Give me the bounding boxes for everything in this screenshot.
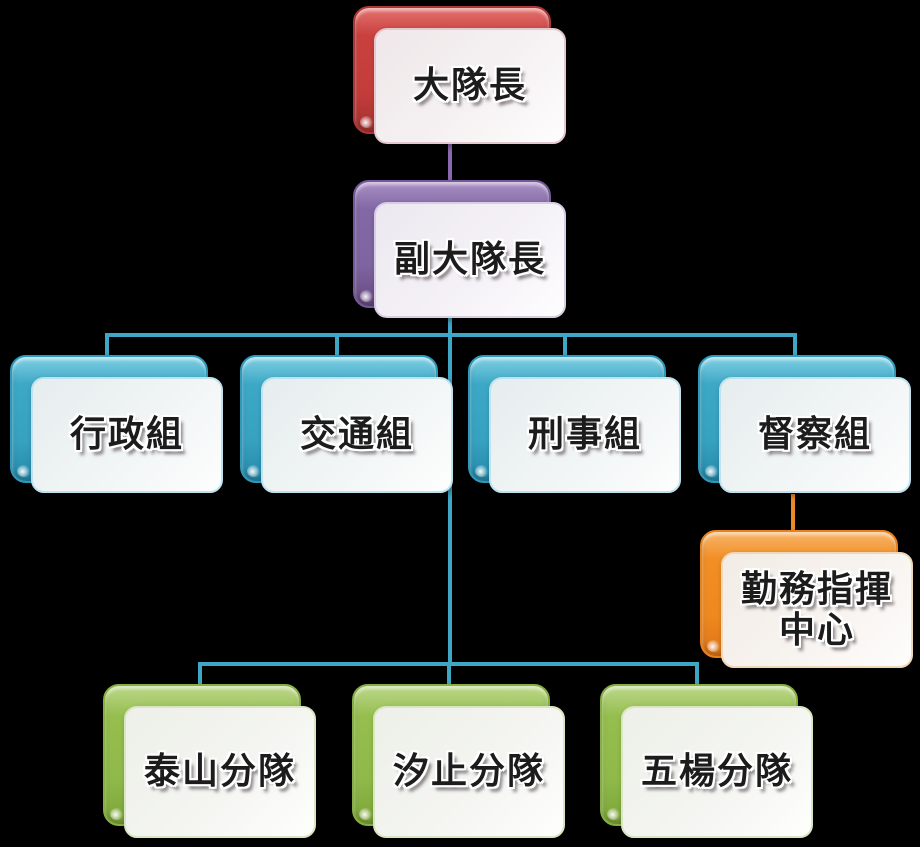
node-commander: 大隊長 — [353, 6, 566, 144]
connector-inspection-duty-center — [791, 494, 795, 534]
node-label: 汐止分隊 — [392, 751, 545, 793]
connector-drop-xizhi — [447, 662, 451, 688]
node-label: 交通組 — [299, 414, 414, 456]
node-label: 泰山分隊 — [143, 751, 296, 793]
node-inspection-section: 督察組 — [698, 355, 911, 493]
node-front-card: 汐止分隊 — [373, 706, 565, 838]
node-label: 勤務指揮中心 — [740, 568, 893, 651]
node-label: 大隊長 — [412, 65, 527, 107]
node-front-card: 督察組 — [719, 377, 911, 493]
node-label: 督察組 — [757, 414, 872, 456]
connector-drop-criminal — [563, 333, 567, 357]
connector-drop-traffic — [335, 333, 339, 357]
connector-center-trunk — [448, 333, 452, 666]
node-wuyang-squad: 五楊分隊 — [600, 684, 813, 838]
node-front-card: 行政組 — [31, 377, 223, 493]
node-label: 行政組 — [69, 414, 184, 456]
node-criminal-section: 刑事組 — [468, 355, 681, 493]
connector-drop-wuyang — [695, 662, 699, 688]
node-front-card: 副大隊長 — [374, 202, 566, 318]
node-deputy-commander: 副大隊長 — [353, 180, 566, 318]
node-front-card: 大隊長 — [374, 28, 566, 144]
connector-deputy-stem — [448, 315, 452, 337]
node-front-card: 五楊分隊 — [621, 706, 813, 838]
connector-commander-deputy — [448, 142, 452, 182]
connector-drop-admin — [105, 333, 109, 357]
node-label: 副大隊長 — [393, 239, 546, 281]
node-front-card: 交通組 — [261, 377, 453, 493]
node-admin-section: 行政組 — [10, 355, 223, 493]
node-xizhi-squad: 汐止分隊 — [352, 684, 565, 838]
node-duty-command-center: 勤務指揮中心 — [700, 530, 913, 668]
node-front-card: 刑事組 — [489, 377, 681, 493]
connector-drop-taishan — [198, 662, 202, 688]
connector-drop-inspection — [793, 333, 797, 357]
node-traffic-section: 交通組 — [240, 355, 453, 493]
node-taishan-squad: 泰山分隊 — [103, 684, 316, 838]
node-label: 五楊分隊 — [640, 751, 793, 793]
node-label: 刑事組 — [527, 414, 642, 456]
node-front-card: 勤務指揮中心 — [721, 552, 913, 668]
node-front-card: 泰山分隊 — [124, 706, 316, 838]
